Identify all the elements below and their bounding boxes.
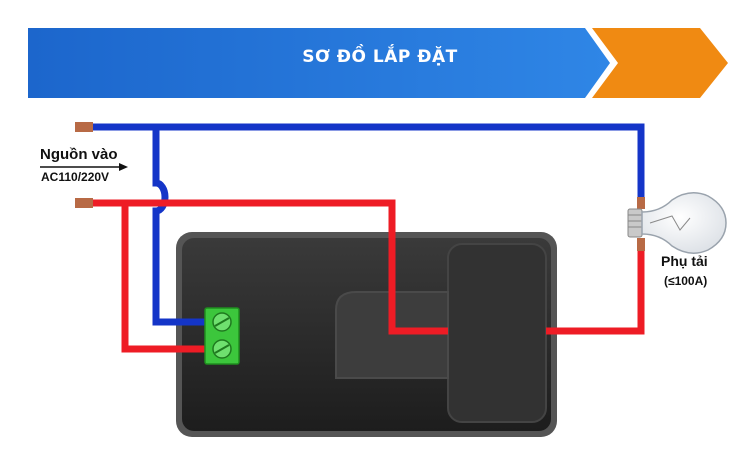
source-voltage: AC110/220V [41, 170, 110, 184]
neutral-wire-end [75, 122, 93, 132]
terminal-block [204, 307, 240, 365]
current-transformer [447, 243, 547, 423]
load-rating: (≤100A) [664, 274, 708, 288]
banner-arrow-orange [592, 28, 728, 98]
neutral-wire [92, 123, 645, 326]
live-wire-end [75, 198, 93, 208]
arrow-head-icon [119, 163, 128, 171]
load-label: Phụ tải [661, 253, 708, 269]
live-wire [92, 199, 645, 353]
header-banner [28, 28, 728, 98]
source-label: Nguồn vào [40, 146, 118, 163]
meter-device [176, 232, 557, 437]
ct-slot [335, 291, 449, 379]
light-bulb-icon [627, 192, 727, 254]
banner-arrow-blue [28, 28, 610, 98]
banner-title: SƠ ĐỒ LẮP ĐẶT [302, 47, 458, 67]
